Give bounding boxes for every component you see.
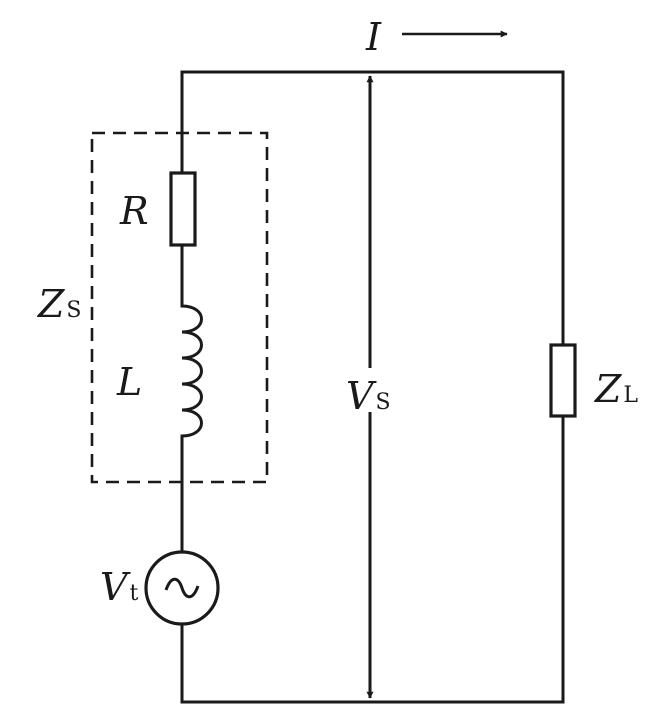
load-impedance-subscript: L	[623, 383, 639, 408]
load-impedance-main: Z	[595, 367, 622, 411]
source-impedance-label: ZS	[38, 285, 81, 323]
sine-wave-icon	[164, 577, 200, 599]
source-voltage-main: V	[100, 565, 128, 609]
resistor-label: R	[120, 192, 149, 230]
voltage-s-main: V	[346, 374, 374, 418]
resistor	[169, 171, 197, 247]
voltage-s-label: VS	[346, 377, 391, 415]
source-impedance-main: Z	[38, 282, 65, 326]
load-impedance	[549, 343, 577, 418]
inductor	[180, 304, 203, 438]
source-impedance-subscript: S	[66, 298, 82, 323]
current-label: I	[366, 18, 381, 56]
voltage-s-subscript: S	[375, 390, 391, 415]
source-voltage-label: Vt	[100, 568, 138, 606]
resistor-label-text: R	[120, 189, 149, 233]
inductor-label-text: L	[117, 360, 143, 404]
current-label-text: I	[366, 15, 382, 59]
source-impedance-box	[90, 131, 269, 484]
ac-source-symbol-text: ~	[172, 572, 173, 573]
inductor-label: L	[117, 363, 142, 401]
load-impedance-label: ZL	[595, 370, 638, 408]
source-voltage-subscript: t	[129, 581, 139, 606]
